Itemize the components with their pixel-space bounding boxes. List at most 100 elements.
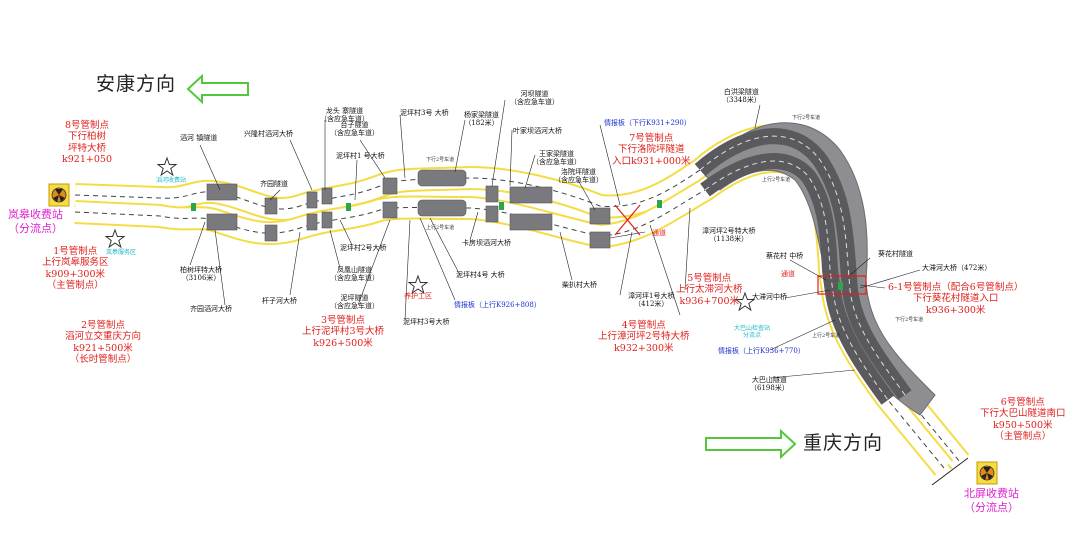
- label-niping2-bridge: 泥坪村2号大桥: [340, 244, 387, 252]
- label-caihua-bridge: 蔡花村 中桥: [766, 252, 804, 260]
- leader-23: [559, 231, 573, 281]
- lane-tag-down-3: 下行2号车道: [895, 317, 924, 323]
- leader-19: [509, 129, 513, 187]
- label-wangjia-tunnel: 王家梁隧道（含应急车道）: [532, 150, 581, 167]
- leader-24: [599, 124, 621, 206]
- label-kaifang-bridge: 卡房坝滔河大桥: [462, 239, 511, 247]
- tunnel-block-c2: [306, 213, 318, 231]
- label-niping1-bridge: 泥坪村1 号大桥: [336, 152, 385, 160]
- leader-31: [859, 269, 921, 289]
- label-luoyuan-tunnel: 洛院坪隧道（含应急车道）: [554, 168, 603, 185]
- control-point-7: 7号管制点下行洛院坪隧道入口k931+000米: [612, 133, 691, 167]
- west-arrow-icon: [186, 73, 249, 105]
- tunnel-block-f2: [417, 199, 467, 217]
- maintenance-star-icon: [407, 274, 429, 295]
- label-maintenance: 养护工区: [404, 292, 432, 300]
- leader-22: [577, 179, 596, 211]
- tunnel-block-b2: [264, 224, 278, 242]
- label-qiyuan-bridge: 齐园滔河大桥: [190, 305, 232, 313]
- west-toll-label: 岚皋收费站（分流点）: [8, 208, 63, 235]
- label-taizi-tunnel: 台子隧道（含应急车道）: [330, 121, 379, 138]
- label-longtou-tunnel: 龙头 寨隧道（含应急车道）: [320, 107, 369, 124]
- tunnel-block-a1: [206, 183, 238, 201]
- leader-3: [289, 139, 313, 191]
- leader-14: [404, 219, 411, 321]
- crossover-mark-3: [499, 202, 504, 210]
- label-dazhe-bridge: 大滞河大桥（472米）: [922, 264, 992, 272]
- leader-33: [769, 319, 836, 351]
- upper-tunnel-dash: [699, 135, 906, 396]
- tunnel-block-d1: [321, 187, 333, 205]
- label-xinglong-bridge: 兴隆村滔河大桥: [244, 130, 293, 138]
- label-dabashan-tunnel: 大巴山隧道（6198米）: [750, 376, 789, 393]
- label-yangjia-tunnel: 杨家梁隧道（182米）: [464, 111, 499, 128]
- leader-17: [454, 119, 466, 173]
- tunnel-block-h1: [509, 186, 553, 204]
- lane-tag-up-1: 上行2号车道: [426, 225, 455, 231]
- leader-34: [769, 369, 856, 379]
- label-shanzi-bridge: 杆子河大桥: [262, 297, 297, 305]
- leader-5: [289, 231, 301, 296]
- leader-29: [789, 259, 827, 281]
- tunnel-block-f1: [417, 169, 467, 187]
- crossover-mark-5: [838, 282, 843, 290]
- east-toll-label: 北屏收费站（分流点）: [964, 487, 1019, 514]
- leader-10: [339, 219, 353, 246]
- east-arrow-icon: [705, 428, 797, 460]
- crossover-mark-1: [191, 203, 196, 211]
- label-qiyuan-tunnel: 齐园隧道: [260, 180, 288, 188]
- info-board-1: 情报板（下行K931+290）: [604, 119, 691, 127]
- east-toll-bar: [931, 457, 969, 486]
- leader-15: [429, 217, 461, 276]
- toll-star-icon: [156, 156, 178, 177]
- info-board-2: 情报板（上行K926+808）: [454, 301, 541, 309]
- label-dazhe-mid-bridge: 大滞河中桥: [752, 293, 787, 301]
- leader-11: [329, 229, 341, 269]
- label-niping3-bridge-top: 泥坪村3号 大桥: [400, 109, 449, 117]
- label-heba-tunnel: 河坝隧道（含应急车道）: [510, 90, 559, 107]
- tunnel-block-g1: [485, 185, 499, 203]
- leader-25: [619, 231, 633, 296]
- lane-tag-down-2: 下行2号车道: [792, 115, 821, 121]
- east-toll-icon: [976, 461, 998, 485]
- tunnel-block-c1: [306, 191, 318, 209]
- leader-28: [754, 104, 761, 129]
- passage-cross-1: [614, 204, 641, 236]
- label-zhanghe1-bridge: 漳河坪1号大桥（412米）: [628, 292, 675, 309]
- leader-8: [359, 139, 386, 179]
- leader-13: [357, 219, 391, 306]
- west-direction-title: 安康方向: [96, 73, 177, 95]
- label-niping3-bridge-bottom: 泥坪村3号大桥: [403, 318, 450, 326]
- label-kuihua-tunnel: 葵花村隧道: [878, 250, 913, 258]
- west-toll-icon: [48, 183, 70, 207]
- label-baigong-tunnel: 白洪梁隧道（3348米）: [722, 88, 761, 105]
- tunnel-block-a2: [206, 213, 238, 231]
- tunnel-block-i1: [589, 207, 611, 225]
- label-fenghuang-tunnel: 凤凰山隧道（含应急车道）: [330, 266, 379, 283]
- crossover-mark-2: [346, 203, 351, 211]
- label-toll-facility: 滔河收费站: [156, 177, 187, 184]
- label-dangjing-tunnel: 滔河 镇隧道: [180, 134, 218, 142]
- label-checkpoint: 大巴山检查站分流点: [734, 325, 771, 339]
- passage-tag-2: 通道: [781, 270, 795, 278]
- leader-20: [469, 211, 479, 241]
- lane-tag-up-2: 上行2号车道: [762, 177, 791, 183]
- tunnel-block-b1: [264, 197, 278, 215]
- service-star-icon: [104, 228, 126, 249]
- tunnel-block-i2: [589, 231, 611, 249]
- leader-27: [684, 207, 691, 291]
- leader-18: [491, 99, 506, 187]
- label-bai-bridge: 柏树坪特大桥（3106米）: [180, 266, 222, 283]
- leader-16: [419, 217, 456, 301]
- leader-4: [269, 189, 281, 201]
- tunnel-block-g2: [485, 205, 499, 223]
- leader-2: [189, 221, 206, 266]
